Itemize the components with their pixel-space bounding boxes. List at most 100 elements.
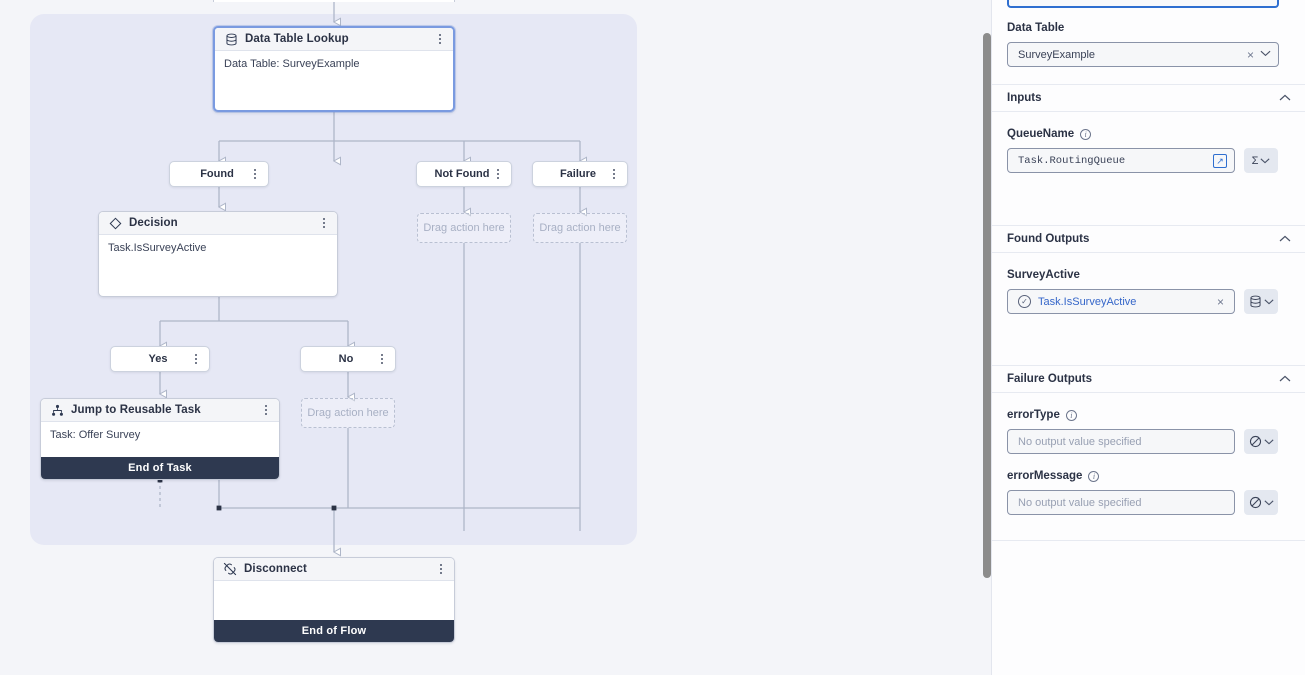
chevron-down-icon[interactable] <box>1260 156 1270 166</box>
branch-found[interactable]: Found <box>169 161 269 187</box>
check-circle-icon: ✓ <box>1018 295 1031 308</box>
node-data-table-lookup[interactable]: Data Table Lookup Data Table: SurveyExam… <box>213 26 455 112</box>
flow-canvas[interactable]: Data Table Lookup Data Table: SurveyExam… <box>0 0 981 675</box>
chevron-up-icon[interactable] <box>1279 230 1291 248</box>
branch-label: No <box>338 353 354 365</box>
node-menu-button[interactable] <box>433 31 447 47</box>
data-table-value: SurveyExample <box>1018 48 1096 61</box>
errortype-placeholder: No output value specified <box>1018 435 1142 448</box>
branch-no[interactable]: No <box>300 346 396 372</box>
chevron-up-icon[interactable] <box>1279 89 1291 107</box>
errormessage-type-selector[interactable] <box>1244 490 1278 515</box>
branch-menu-button[interactable] <box>375 351 389 367</box>
node-title: Disconnect <box>244 563 307 575</box>
branch-menu-button[interactable] <box>248 166 262 182</box>
branch-not-found[interactable]: Not Found <box>416 161 512 187</box>
info-icon[interactable]: i <box>1088 470 1100 482</box>
node-above-partial <box>213 0 455 2</box>
dropzone-not-found[interactable]: Drag action here <box>417 213 511 243</box>
node-header: Data Table Lookup <box>215 28 453 51</box>
node-menu-button[interactable] <box>317 215 331 231</box>
node-body: Task: Offer Survey <box>41 422 279 441</box>
surveyactive-value: Task.IsSurveyActive <box>1038 295 1137 308</box>
branch-menu-button[interactable] <box>491 166 505 182</box>
node-body: Data Table: SurveyExample <box>215 51 453 70</box>
properties-panel: Data Table SurveyExample × Inputs QueueN… <box>991 0 1305 675</box>
node-menu-button[interactable] <box>434 561 448 577</box>
database-icon <box>224 32 238 46</box>
branch-failure[interactable]: Failure <box>532 161 628 187</box>
node-decision[interactable]: Decision Task.IsSurveyActive <box>98 211 338 297</box>
connector-lines <box>157 2 981 675</box>
database-icon <box>1249 295 1262 308</box>
chevron-down-icon[interactable] <box>1263 297 1274 307</box>
branch-label: Found <box>200 168 234 180</box>
section-title: Failure Outputs <box>1007 373 1092 385</box>
branch-label: Yes <box>148 353 168 365</box>
section-failure-outputs-header[interactable]: Failure Outputs <box>992 365 1305 393</box>
section-title: Found Outputs <box>1007 233 1090 245</box>
dropzone-failure[interactable]: Drag action here <box>533 213 627 243</box>
surveyactive-label: SurveyActive <box>1007 269 1080 281</box>
clear-icon[interactable]: × <box>1246 47 1254 62</box>
chevron-down-icon[interactable] <box>1263 498 1274 508</box>
section-found-outputs-header[interactable]: Found Outputs <box>992 225 1305 253</box>
panel-divider <box>992 540 1305 541</box>
errormessage-group: errorMessage i No output value specified <box>1007 470 1292 515</box>
errortype-group: errorType i No output value specified <box>1007 409 1292 454</box>
data-table-label: Data Table <box>1007 22 1065 34</box>
section-inputs-header[interactable]: Inputs <box>992 84 1305 112</box>
node-header: Jump to Reusable Task <box>41 399 279 422</box>
sigma-icon: Σ <box>1251 154 1259 167</box>
surveyactive-group: SurveyActive ✓ Task.IsSurveyActive × <box>1007 269 1292 314</box>
chevron-down-icon[interactable] <box>1257 49 1271 60</box>
branch-yes[interactable]: Yes <box>110 346 210 372</box>
branch-menu-button[interactable] <box>607 166 621 182</box>
errormessage-label-text: errorMessage <box>1007 470 1083 482</box>
diamond-icon <box>108 216 122 230</box>
errormessage-input[interactable]: No output value specified <box>1007 490 1235 515</box>
queuename-label: QueueName i <box>1007 128 1292 140</box>
info-icon[interactable]: i <box>1080 128 1092 140</box>
branch-label: Not Found <box>434 168 490 180</box>
errormessage-label: errorMessage i <box>1007 470 1292 482</box>
queuename-type-selector[interactable]: Σ <box>1244 148 1278 173</box>
node-menu-button[interactable] <box>259 402 273 418</box>
scrollbar-thumb[interactable] <box>983 33 991 578</box>
branch-label: Failure <box>559 168 597 180</box>
node-footer-end-of-flow: End of Flow <box>214 620 454 642</box>
node-title: Data Table Lookup <box>245 33 349 45</box>
queuename-group: QueueName i Task.RoutingQueue ↗ Σ <box>1007 128 1292 173</box>
chevron-up-icon[interactable] <box>1279 370 1291 388</box>
node-body <box>214 581 454 588</box>
info-icon[interactable]: i <box>1065 409 1077 421</box>
clear-icon[interactable]: × <box>1216 294 1224 309</box>
errortype-label: errorType i <box>1007 409 1292 421</box>
node-footer-end-of-task: End of Task <box>41 457 279 479</box>
errortype-input[interactable]: No output value specified <box>1007 429 1235 454</box>
node-title: Decision <box>129 217 178 229</box>
surveyactive-type-selector[interactable] <box>1244 289 1278 314</box>
dropzone-no[interactable]: Drag action here <box>301 398 395 428</box>
node-jump-to-reusable-task[interactable]: Jump to Reusable Task Task: Offer Survey… <box>40 398 280 480</box>
queuename-label-text: QueueName <box>1007 128 1075 140</box>
dropzone-label: Drag action here <box>307 407 389 419</box>
node-body: Task.IsSurveyActive <box>99 235 337 254</box>
node-disconnect[interactable]: Disconnect End of Flow <box>213 557 455 643</box>
no-value-icon <box>1249 435 1262 448</box>
data-table-group: Data Table SurveyExample × <box>1007 22 1279 67</box>
queuename-input[interactable]: Task.RoutingQueue ↗ <box>1007 148 1235 173</box>
surveyactive-input[interactable]: ✓ Task.IsSurveyActive × <box>1007 289 1235 314</box>
open-external-icon[interactable]: ↗ <box>1213 153 1227 168</box>
chevron-down-icon[interactable] <box>1263 437 1274 447</box>
branch-menu-button[interactable] <box>189 351 203 367</box>
data-table-select[interactable]: SurveyExample × <box>1007 42 1279 67</box>
errortype-label-text: errorType <box>1007 409 1060 421</box>
node-header: Disconnect <box>214 558 454 581</box>
focused-input-partial[interactable] <box>1007 0 1279 8</box>
errortype-type-selector[interactable] <box>1244 429 1278 454</box>
no-value-icon <box>1249 496 1262 509</box>
node-title: Jump to Reusable Task <box>71 404 201 416</box>
errormessage-placeholder: No output value specified <box>1018 496 1142 509</box>
